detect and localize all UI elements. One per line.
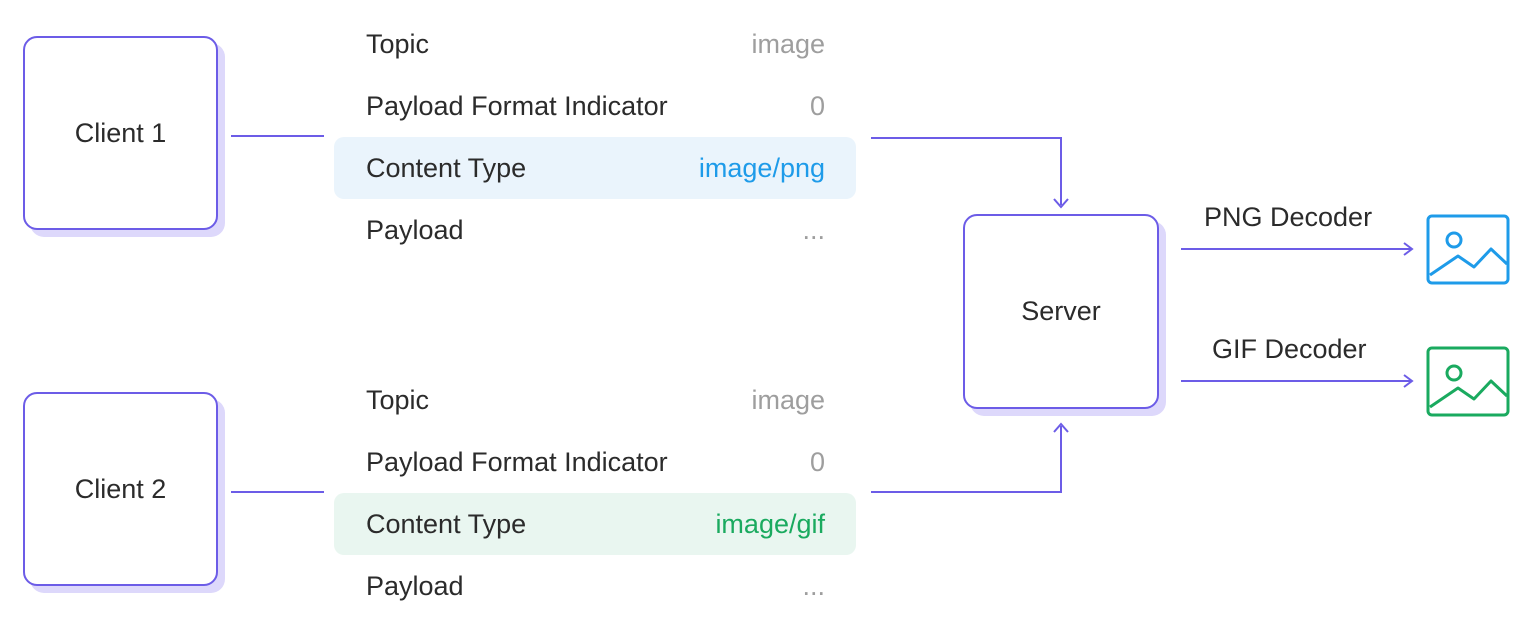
server-label: Server xyxy=(1021,296,1101,326)
packet-2-row-topic: Topic image xyxy=(334,369,856,431)
png-decoder-label: PNG Decoder xyxy=(1204,202,1373,232)
packet-1-row-payload: Payload ... xyxy=(334,199,856,261)
field-value: 0 xyxy=(809,90,825,121)
field-label: Content Type xyxy=(366,152,527,183)
packet1-to-server-line xyxy=(871,137,1062,205)
client-2-box: Client 2 xyxy=(23,392,218,586)
field-value: image xyxy=(751,28,825,59)
field-value: 0 xyxy=(809,446,825,477)
field-value: image xyxy=(751,384,825,415)
packet-2-row-content-type: Content Type image/gif xyxy=(334,493,856,555)
png-arrowhead xyxy=(1403,242,1414,256)
field-value: ... xyxy=(802,570,825,601)
packet1-arrowhead xyxy=(1053,198,1069,209)
field-label: Topic xyxy=(366,28,430,59)
field-label: Content Type xyxy=(366,508,527,539)
client-1-label: Client 1 xyxy=(74,117,167,148)
client-1-box: Client 1 xyxy=(23,36,218,230)
packet-1-row-content-type: Content Type image/png xyxy=(334,137,856,199)
gif-image-icon xyxy=(1426,346,1510,417)
field-label: Payload Format Indicator xyxy=(366,446,668,477)
gif-decoder-label: GIF Decoder xyxy=(1212,334,1367,364)
gif-arrowhead xyxy=(1403,374,1414,388)
packet-1-row-payload-format-indicator: Payload Format Indicator 0 xyxy=(334,75,856,137)
server-box: Server xyxy=(963,214,1159,409)
field-label: Topic xyxy=(366,384,430,415)
field-value: image/gif xyxy=(715,508,825,539)
png-image-icon xyxy=(1426,214,1510,285)
client-2-label: Client 2 xyxy=(74,473,167,504)
packet-2-row-payload-format-indicator: Payload Format Indicator 0 xyxy=(334,431,856,493)
field-value: image/png xyxy=(698,152,825,183)
field-label: Payload xyxy=(366,214,464,245)
packet2-to-server-line xyxy=(871,426,1062,493)
field-label: Payload Format Indicator xyxy=(366,90,668,121)
packet-1-row-topic: Topic image xyxy=(334,13,856,75)
packet-2-row-payload: Payload ... xyxy=(334,555,856,617)
packet2-arrowhead xyxy=(1053,422,1069,433)
field-value: ... xyxy=(802,214,825,245)
field-label: Payload xyxy=(366,570,464,601)
